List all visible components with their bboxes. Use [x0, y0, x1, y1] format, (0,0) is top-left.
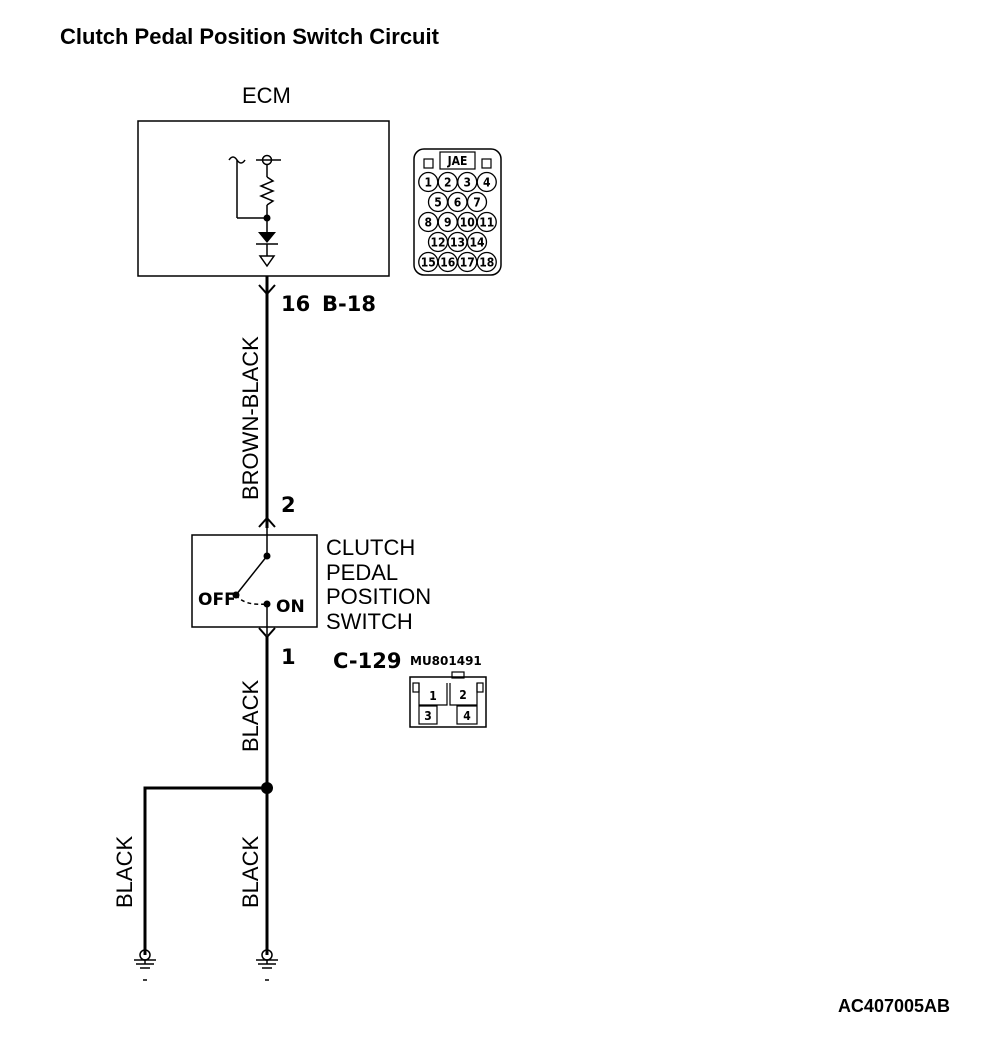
connector-c129-label: C-129 [333, 649, 401, 673]
switch-label-line-4: SWITCH [326, 609, 413, 634]
pin-2-label: 2 [281, 493, 296, 517]
ecm-pin-label: 11 [479, 216, 494, 230]
switch-connector-part-number: MU801491 [410, 654, 482, 668]
wire-black-main-label: BLACK [238, 680, 263, 752]
switch-connector-pin-1: 1 [429, 689, 437, 703]
ground-network: BLACK BLACK [112, 782, 278, 981]
wire-brown-black: BROWN-BLACK 16 B-18 2 [238, 276, 376, 528]
ecm-pin-cavity [466, 191, 488, 213]
switch-box [191, 534, 318, 628]
pin-1-label: 1 [281, 645, 296, 669]
ecm-pin-label: 17 [460, 256, 475, 270]
figure-code: AC407005AB [838, 996, 950, 1016]
switch-connector-face: MU801491 1 2 3 4 [409, 654, 487, 728]
switch-label-line-1: CLUTCH [326, 535, 415, 560]
ecm-pin-label: 8 [424, 216, 432, 230]
ecm-pin-label: 3 [463, 176, 471, 190]
ecm-connector-brand: JAE [447, 154, 468, 168]
ecm-pin-label: 7 [473, 196, 481, 210]
clutch-switch: OFF ON CLUTCH PEDAL POSITION SWITCH [191, 528, 431, 635]
ecm-pin-label: 16 [440, 256, 455, 270]
switch-travel-arc [235, 594, 268, 606]
ecm-label: ECM [242, 83, 291, 108]
ecm-pin-cavity [476, 171, 497, 193]
ecm-pin-cavity [476, 211, 497, 233]
ground-left-icon [134, 949, 156, 981]
ground-branch-left-label: BLACK [112, 836, 137, 908]
switch-label-line-3: POSITION [326, 584, 431, 609]
ecm-box [137, 120, 390, 277]
ecm-pin-label: 14 [469, 236, 485, 250]
ecm-internal-circuit-icon [228, 154, 281, 268]
switch-connector-pin-3: 3 [424, 709, 432, 723]
wire-brown-black-label: BROWN-BLACK [238, 336, 263, 500]
ecm-pin-label: 4 [483, 176, 491, 190]
ground-right-icon [256, 949, 278, 981]
ground-branch-right-label: BLACK [238, 836, 263, 908]
ecm-pin-label: 10 [460, 216, 475, 230]
ecm-pin-cavity [476, 251, 497, 273]
ecm-unit: ECM [137, 83, 390, 277]
ecm-pin-label: 15 [421, 256, 436, 270]
ecm-pin-label: 12 [430, 236, 445, 250]
switch-lever [235, 555, 268, 596]
ecm-pin-label: 13 [450, 236, 465, 250]
connector-b18-label: B-18 [322, 292, 376, 316]
switch-connector-pin-4: 4 [463, 709, 471, 723]
ecm-pin-label: 6 [454, 196, 462, 210]
wire-black-main: 1 C-129 BLACK [238, 627, 401, 955]
ecm-diode-icon [258, 232, 276, 243]
ecm-junction-dot [263, 214, 271, 222]
ecm-pin-label: 1 [424, 176, 432, 190]
switch-off-label: OFF [198, 590, 236, 610]
ecm-pin-label: 18 [479, 256, 494, 270]
ecm-pin-label: 5 [434, 196, 442, 210]
ecm-pin-cavity [466, 231, 488, 253]
pin-16-label: 16 [281, 292, 310, 316]
page-title: Clutch Pedal Position Switch Circuit [60, 24, 440, 49]
switch-connector-pin-2: 2 [459, 688, 467, 702]
ecm-pin-label: 2 [444, 176, 452, 190]
ecm-pin-label: 9 [444, 216, 452, 230]
switch-label-line-2: PEDAL [326, 560, 398, 585]
switch-on-label: ON [276, 597, 305, 617]
